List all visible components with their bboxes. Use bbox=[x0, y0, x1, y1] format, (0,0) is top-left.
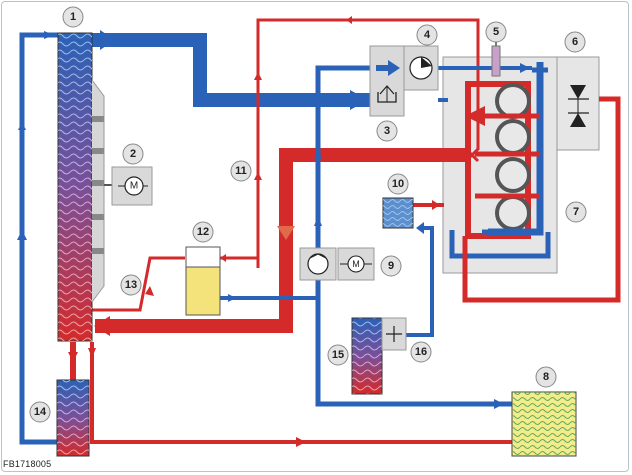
heater-valve bbox=[381, 317, 407, 351]
callout-15: 15 bbox=[327, 344, 349, 366]
callout-6-label: 6 bbox=[572, 36, 578, 48]
callout-14-label: 14 bbox=[34, 406, 47, 418]
callout-5-label: 5 bbox=[493, 26, 499, 38]
main-hot-supply-pipe bbox=[95, 148, 470, 333]
callout-10-label: 10 bbox=[392, 178, 404, 190]
callout-6: 6 bbox=[564, 31, 586, 53]
cylinder bbox=[495, 119, 531, 155]
expansion-tank bbox=[185, 246, 221, 316]
charge-air-cooler bbox=[511, 391, 577, 457]
auxiliary-pump-line bbox=[315, 65, 376, 398]
low-temp-supply-line bbox=[90, 342, 520, 444]
callout-9-label: 9 bbox=[388, 260, 394, 272]
exchanger-hot-line bbox=[462, 96, 621, 303]
callout-13: 13 bbox=[120, 274, 142, 296]
callout-11-label: 11 bbox=[235, 165, 247, 177]
cylinder bbox=[495, 157, 531, 193]
vent-line bbox=[92, 256, 185, 312]
callout-14: 14 bbox=[29, 401, 51, 423]
callout-12: 12 bbox=[192, 221, 214, 243]
hot-bypass-line bbox=[256, 18, 480, 268]
callout-13-label: 13 bbox=[125, 279, 137, 291]
callout-8: 8 bbox=[535, 366, 557, 388]
callout-16: 16 bbox=[410, 341, 432, 363]
motor-symbol-label: M bbox=[130, 181, 138, 192]
radiator-fan bbox=[91, 79, 112, 303]
figure-code: FB1718005 bbox=[3, 459, 52, 469]
callout-4-label: 4 bbox=[424, 29, 431, 41]
callout-7-label: 7 bbox=[573, 206, 579, 218]
callout-1-label: 1 bbox=[70, 11, 76, 23]
callout-11: 11 bbox=[230, 160, 252, 182]
callout-10: 10 bbox=[387, 173, 409, 195]
callout-12-label: 12 bbox=[197, 226, 209, 238]
cylinder bbox=[495, 83, 531, 119]
callout-2: 2 bbox=[122, 143, 144, 165]
callout-1: 1 bbox=[62, 6, 84, 28]
heater-core bbox=[351, 317, 383, 395]
engine-block bbox=[442, 56, 558, 274]
heater-return-line bbox=[404, 226, 434, 337]
callout-7: 7 bbox=[565, 201, 587, 223]
callout-5: 5 bbox=[485, 21, 507, 43]
fan-motor: M bbox=[111, 166, 153, 206]
callout-15-label: 15 bbox=[332, 349, 344, 361]
callout-3-label: 3 bbox=[384, 125, 390, 137]
callout-3: 3 bbox=[376, 120, 398, 142]
pump-motor-symbol-label: M bbox=[352, 259, 360, 269]
thermostat bbox=[369, 45, 405, 117]
oil-cooler bbox=[382, 197, 414, 229]
low-temperature-radiator bbox=[56, 379, 90, 457]
cylinder bbox=[495, 195, 531, 231]
heat-exchanger bbox=[556, 56, 600, 151]
coolant-pump bbox=[403, 45, 439, 91]
callout-8-label: 8 bbox=[543, 371, 549, 383]
auxiliary-coolant-pump: M bbox=[299, 247, 375, 281]
low-temp-return-line bbox=[19, 32, 58, 445]
main-radiator bbox=[57, 32, 93, 342]
callout-9: 9 bbox=[380, 255, 402, 277]
callout-4: 4 bbox=[416, 24, 438, 46]
main-cold-return-pipe bbox=[90, 33, 370, 107]
callout-2-label: 2 bbox=[130, 148, 136, 160]
callout-16-label: 16 bbox=[415, 346, 427, 358]
